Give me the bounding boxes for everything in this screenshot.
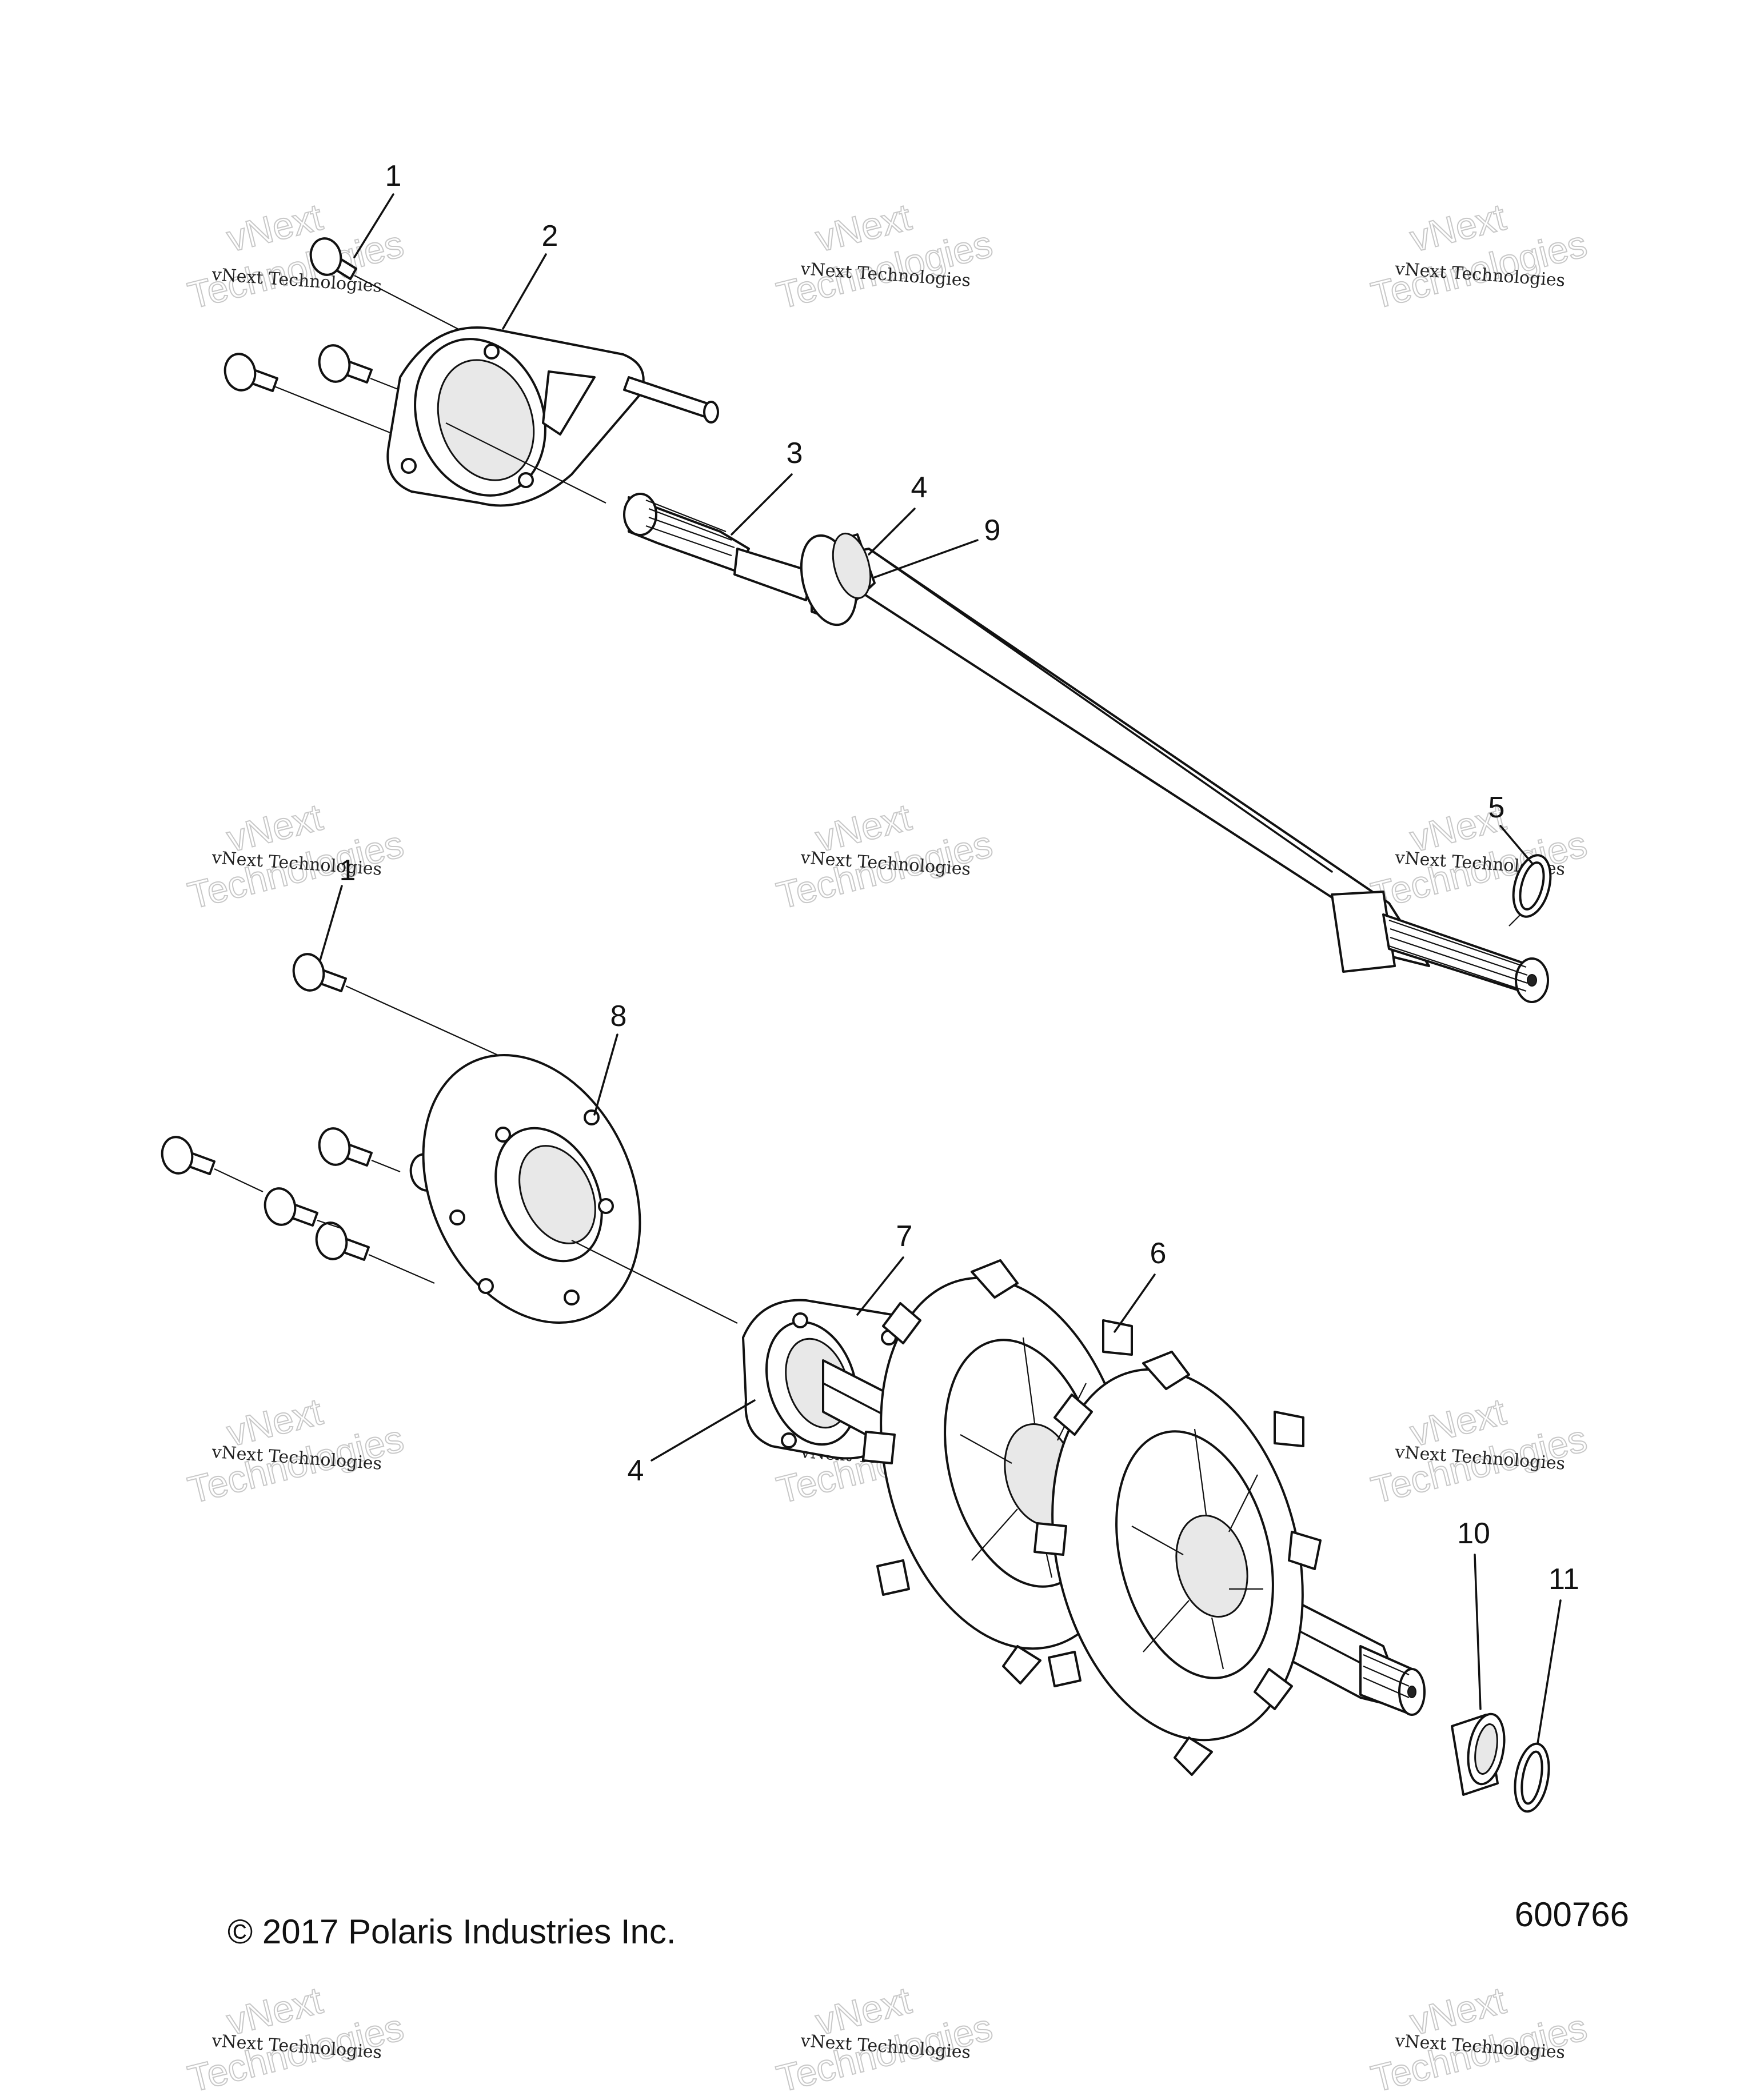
callout-3: 3 [787,437,803,470]
bearing-bracket [386,326,719,507]
watermark: vNext Technologies [1366,195,1591,317]
axis-line [354,275,464,332]
bolt-upper-3 [318,344,373,384]
watermark: vNext Technologies [1366,1390,1591,1512]
callout-4-lower: 4 [628,1454,644,1487]
watermark: vNext Technologies [772,1978,997,2100]
watermark: vNext Technologies [183,1978,408,2100]
bearing-flange [422,1053,641,1324]
callout-leaders [319,193,1562,1744]
bolt-lower-1 [292,953,347,992]
watermark: vNext Technologies [1366,1978,1591,2100]
figure-number: 600766 [1515,1895,1629,1934]
axis-line [368,1253,435,1284]
axis-line [1508,914,1521,927]
callout-1-lower: 1 [340,854,356,887]
bolt-upper-1 [309,237,357,280]
axis-line [274,385,395,436]
watermark: vNext Technologies [772,795,997,917]
callout-7: 7 [896,1220,913,1253]
bolt-lower-2 [161,1136,215,1175]
callout-10: 10 [1457,1517,1490,1550]
axis-line [371,1159,401,1173]
callout-11: 11 [1549,1563,1579,1596]
axis-line [214,1168,264,1192]
callout-9: 9 [984,514,1001,547]
callout-1: 1 [385,159,402,193]
bearing-10 [1451,1712,1506,1796]
bolt-upper-2 [224,353,278,392]
callout-8: 8 [610,1000,627,1033]
callout-6: 6 [1150,1237,1167,1270]
watermarks: vNext Technologies vNext Technologies vN… [183,195,1591,2100]
callout-labels: 1 2 3 4 9 5 1 8 7 6 4 10 11 [340,159,1579,1596]
drive-sprocket-right [1033,1351,1322,1776]
watermark: vNext Technologies [183,795,408,917]
callout-5: 5 [1488,791,1505,824]
drive-axle-upper [623,493,1549,1003]
axis-line [317,1219,344,1230]
bolt-lower-3 [318,1127,373,1167]
axis-line [571,1240,738,1324]
snap-ring-upper [1512,854,1552,918]
snap-ring-11 [1514,1742,1550,1813]
callout-2: 2 [542,219,558,253]
bolt-lower-5 [264,1187,318,1227]
watermark: vNext Technologies [1366,795,1591,917]
watermark: vNext Technologies [183,1390,408,1512]
callout-4: 4 [911,471,928,504]
watermark: vNext Technologies [772,195,997,317]
axis-line [445,422,606,504]
copyright-text: © 2017 Polaris Industries Inc. [228,1913,676,1951]
bolt-lower-6 [315,1221,370,1261]
